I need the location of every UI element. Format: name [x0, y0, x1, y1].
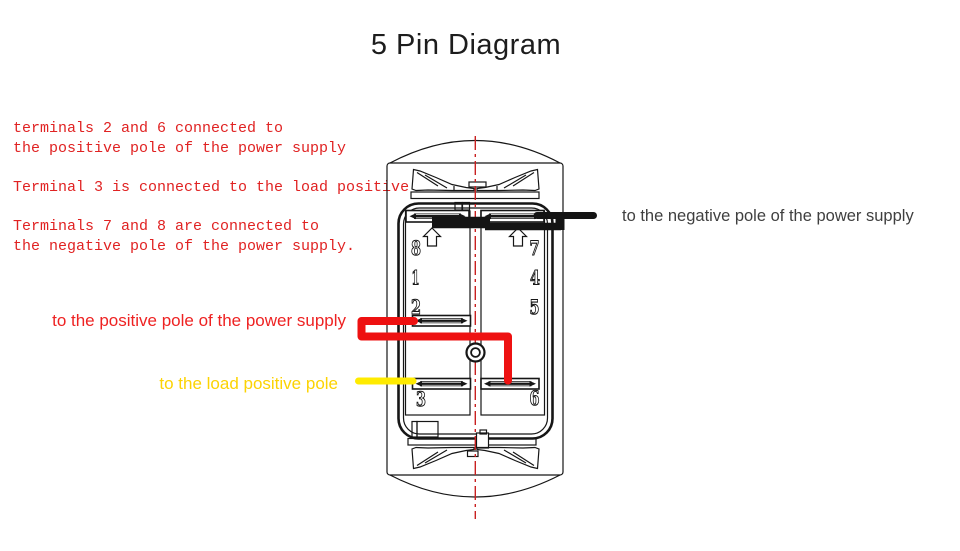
up-arrow-icon — [422, 227, 442, 247]
terminal-label-5: 5 — [530, 295, 540, 319]
note-line: terminals 2 and 6 connected to — [13, 120, 284, 137]
note-line: Terminal 3 is connected to the load posi… — [13, 179, 410, 196]
terminal-label-4: 4 — [530, 266, 540, 290]
terminal-label-2: 2 — [411, 295, 421, 319]
terminal-label-1: 1 — [412, 266, 420, 290]
terminal-contact-3 — [411, 377, 472, 390]
terminal-label-6: 6 — [530, 386, 540, 410]
terminal-label-3: 3 — [416, 387, 426, 411]
pivot-screw — [465, 342, 486, 363]
top-rocker-wings — [411, 168, 540, 192]
terminal-numbers: 8 7 1 4 2 5 3 6 — [410, 235, 540, 411]
note-line: the negative pole of the power supply. — [13, 237, 356, 255]
note-line: Terminals 7 and 8 are connected to — [13, 218, 320, 235]
bottom-center-tab — [475, 429, 490, 449]
note-terminal-3: Terminal 3 is connected to the load posi… — [13, 178, 409, 198]
label-load-positive-pole: to the load positive pole — [159, 374, 338, 393]
note-line: the positive pole of the power supply — [13, 139, 347, 157]
page-title: 5 Pin Diagram — [370, 29, 562, 61]
negative-wire — [432, 212, 597, 231]
note-terminals-7-8: Terminals 7 and 8 are connected to the ne… — [13, 217, 355, 256]
bottom-mount-plate — [407, 437, 537, 446]
positive-wire — [357, 317, 512, 385]
terminal-label-7: 7 — [530, 236, 540, 260]
terminal-label-8: 8 — [411, 236, 421, 260]
label-positive-pole: to the positive pole of the power supply — [52, 311, 346, 330]
bottom-rocker-wings — [411, 446, 540, 470]
terminal-contact-8 — [405, 209, 470, 223]
up-arrow-icon — [508, 227, 528, 247]
note-terminals-2-6: terminals 2 and 6 connected to the positi… — [13, 119, 346, 158]
terminal-contact-2 — [411, 314, 472, 327]
label-negative-pole: to the negative pole of the power supply — [622, 207, 914, 225]
